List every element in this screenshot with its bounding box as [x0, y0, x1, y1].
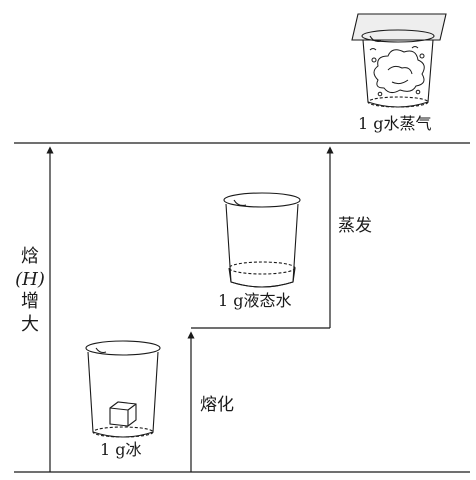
ice-label: 1 g冰	[100, 440, 142, 459]
axis-label-line3: 增	[21, 291, 39, 312]
liquid-beaker	[223, 192, 301, 288]
ice-beaker	[85, 340, 161, 438]
liquid-water-label: 1 g液态水	[218, 291, 292, 310]
ice-cube-icon	[109, 401, 137, 427]
vapor-cloud-icon	[369, 46, 425, 97]
melting-label: 熔化	[200, 395, 234, 415]
axis-label-line1: 焓	[21, 246, 39, 267]
enthalpy-axis-label: 焓 (H) 增 大	[10, 246, 50, 336]
vapor-beaker	[351, 13, 447, 108]
axis-label-line2: (H)	[15, 268, 45, 290]
axis-label-line4: 大	[21, 313, 39, 335]
water-vapor-label: 1 g水蒸气	[358, 114, 432, 133]
evaporation-label: 蒸发	[338, 216, 372, 236]
